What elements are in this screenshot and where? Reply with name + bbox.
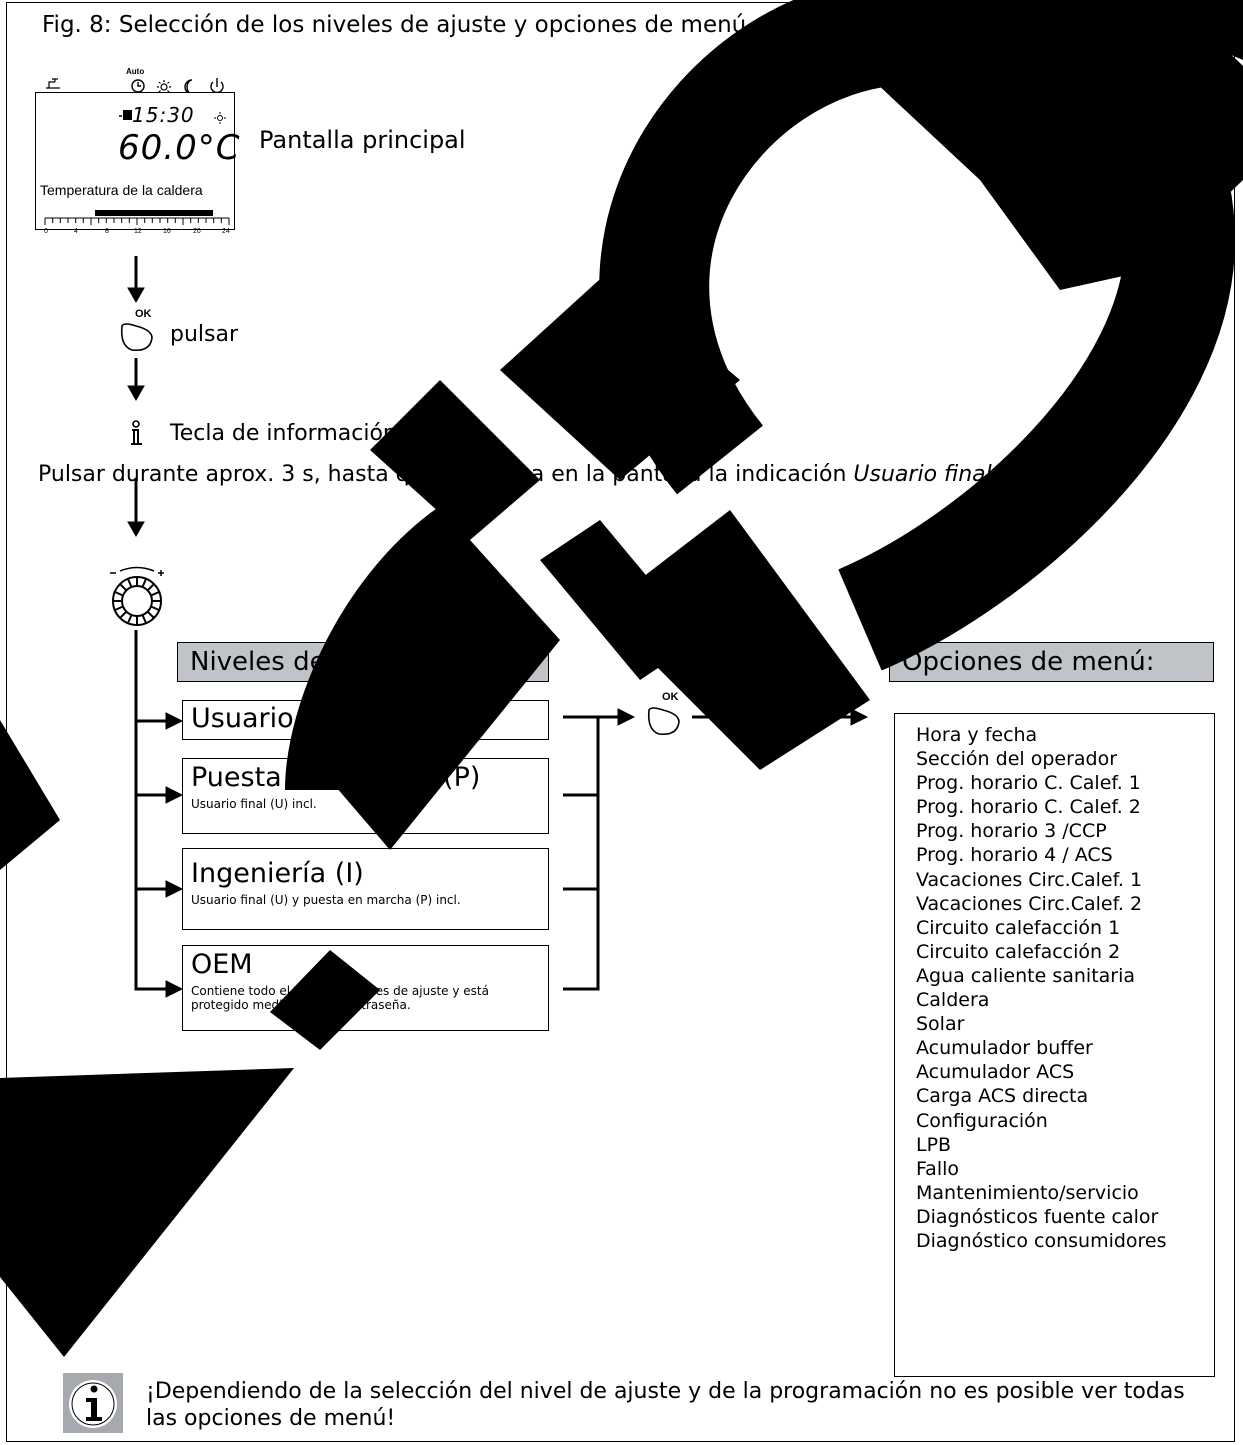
display-sun-icon (214, 112, 226, 124)
figure-title: Fig. 8: Selección de los niveles de ajus… (42, 12, 747, 38)
menu-option[interactable]: Prog. horario 3 /CCP (916, 820, 1107, 843)
ok-button-icon (120, 323, 153, 352)
menu-option[interactable]: Acumulador ACS (916, 1061, 1075, 1084)
main-display (35, 92, 235, 230)
info-icon (69, 1380, 117, 1428)
menu-option[interactable]: Prog. horario C. Calef. 1 (916, 772, 1141, 795)
watermark-letter-r-leg (370, 380, 540, 540)
scale-tick-12: 12 (134, 228, 142, 235)
menu-option[interactable]: Vacaciones Circ.Calef. 2 (916, 892, 1143, 915)
time-bar-scale (44, 210, 230, 225)
scale-tick-24: 24 (222, 228, 230, 235)
press-label: pulsar (170, 322, 239, 347)
menu-option[interactable]: LPB (916, 1133, 952, 1156)
level-subtitle: Usuario final (U) y puesta en marcha (P)… (191, 893, 461, 907)
hold-instruction-emphasis: Usuario final (853, 462, 992, 487)
menu-option[interactable]: Prog. horario 4 / ACS (916, 844, 1113, 867)
menu-header: Opciones de menú: (889, 642, 1214, 682)
display-label: Temperatura de la caldera (40, 182, 203, 198)
info-key-label: Tecla de información (170, 421, 397, 446)
watermark-letter-o-ring (599, 0, 1236, 671)
level-engineering[interactable]: Ingeniería (I) Usuario final (U) y puest… (182, 848, 549, 930)
menu-option[interactable]: Circuito calefacción 1 (916, 916, 1121, 939)
menu-option[interactable]: Diagnóstico consumidores (916, 1229, 1167, 1252)
watermark-letter-a-top (0, 720, 60, 870)
menu-option[interactable]: Vacaciones Circ.Calef. 1 (916, 868, 1143, 891)
menu-option[interactable]: Mantenimiento/servicio (916, 1181, 1139, 1204)
burner-icon (119, 110, 132, 120)
menu-option[interactable]: Acumulador buffer (916, 1037, 1093, 1060)
level-subtitle: Usuario final (U) incl. (191, 797, 317, 811)
menu-option[interactable]: Sección del operador (916, 748, 1118, 771)
info-key-icon (131, 420, 142, 445)
tap-water-icon (46, 78, 60, 89)
scale-tick-0: 0 (44, 228, 48, 235)
menu-option[interactable]: Circuito calefacción 2 (916, 940, 1121, 963)
watermark-letter-r-bowl (600, 510, 870, 770)
menu-option[interactable]: Configuración (916, 1109, 1048, 1132)
menu-option[interactable]: Solar (916, 1013, 965, 1036)
figure-frame (6, 2, 1235, 1442)
display-time: 15:30 (132, 103, 195, 127)
main-display-caption: Pantalla principal (259, 126, 466, 154)
menu-option[interactable]: Carga ACS directa (916, 1085, 1089, 1108)
menu-option[interactable]: Diagnósticos fuente calor (916, 1205, 1159, 1228)
watermark-letter-c-curve (285, 502, 497, 792)
scale-tick-8: 8 (105, 228, 109, 235)
display-temperature: 60.0°C (118, 128, 241, 168)
ok-label: OK (662, 691, 679, 703)
menu-option[interactable]: Prog. horario C. Calef. 2 (916, 796, 1141, 819)
info-note-icon-bg (63, 1373, 123, 1433)
watermark-letter-c-tail (270, 950, 380, 1050)
watermark-letter-a (0, 1068, 294, 1357)
level-title: OEM (191, 949, 253, 980)
note-text: ¡Dependiendo de la selección del nivel d… (146, 1379, 1185, 1431)
ok-button-icon (647, 707, 680, 736)
menu-option[interactable]: Agua caliente sanitaria (916, 964, 1136, 987)
ok-label: OK (135, 308, 152, 320)
auto-mode-label: Auto (126, 67, 145, 76)
watermark-letter-o-edge (1034, 0, 1243, 141)
menu-option[interactable]: Fallo (916, 1157, 960, 1180)
scale-tick-20: 20 (193, 228, 201, 235)
scale-tick-16: 16 (163, 228, 171, 235)
menu-option[interactable]: Caldera (916, 989, 990, 1012)
rotary-dial-icon (110, 566, 164, 626)
level-title: Ingeniería (I) (191, 858, 364, 889)
scale-tick-4: 4 (74, 228, 78, 235)
active-time-bar (95, 210, 213, 216)
watermark-letter-c (330, 540, 560, 850)
menu-option[interactable]: Hora y fecha (916, 724, 1038, 746)
